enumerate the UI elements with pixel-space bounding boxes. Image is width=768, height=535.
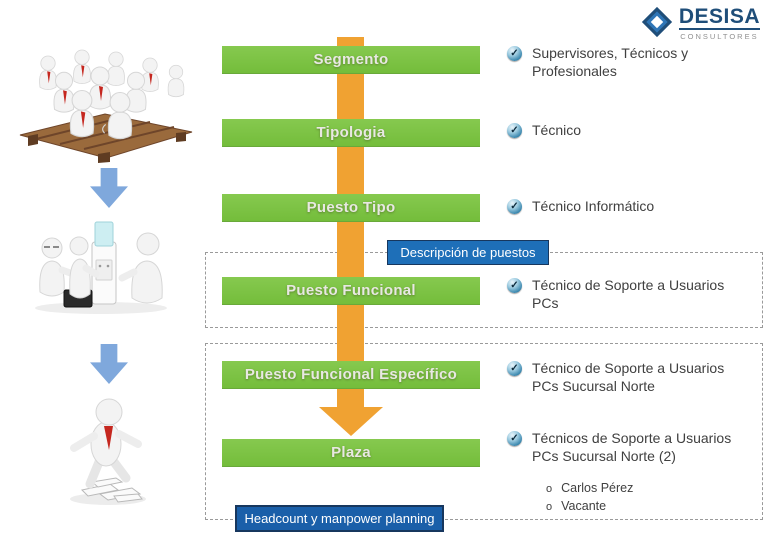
check-bullet-icon: ✓ (507, 123, 522, 138)
description-text: Técnico de Soporte a Usuarios PCs Sucurs… (532, 360, 725, 394)
list-item: o Vacante (546, 499, 633, 513)
company-logo: DESISA CONSULTORES (641, 6, 760, 41)
occupant-name: Vacante (561, 499, 607, 513)
water-cooler (91, 221, 117, 305)
check-bullet-icon: ✓ (507, 431, 522, 446)
level-bar-puesto-funcional-especifico: Puesto Funcional Específico (222, 361, 480, 389)
logo-title: DESISA (678, 5, 760, 30)
description-text: Técnico de Soporte a Usuarios PCs (532, 277, 725, 311)
level-bar-puesto-funcional: Puesto Funcional (222, 277, 480, 305)
list-item: o Carlos Pérez (546, 481, 633, 495)
down-arrow-icon (90, 344, 128, 384)
check-bullet-icon: ✓ (507, 278, 522, 293)
running-figure-illustration (70, 398, 146, 505)
process-arrow-shaft (337, 37, 364, 408)
check-bullet-icon: ✓ (507, 199, 522, 214)
crowd-on-pallet-illustration (19, 49, 193, 163)
circle-bullet-icon: o (546, 483, 553, 495)
scattered-papers (80, 477, 143, 503)
water-cooler-team-illustration (35, 221, 167, 314)
level-bar-tipologia: Tipologia (222, 119, 480, 147)
logo-subtitle: CONSULTORES (680, 32, 759, 41)
description-row: ✓ Técnico (507, 122, 739, 140)
check-bullet-icon: ✓ (507, 361, 522, 376)
description-text: Supervisores, Técnicos y Profesionales (532, 45, 689, 79)
process-arrow-head-icon (319, 407, 383, 436)
level-bar-puesto-tipo: Puesto Tipo (222, 194, 480, 222)
wooden-pallet (19, 113, 193, 163)
occupant-name: Carlos Pérez (561, 481, 634, 495)
red-tie (104, 426, 113, 450)
description-row: ✓ Supervisores, Técnicos y Profesionales (507, 45, 739, 80)
figure-group (39, 232, 163, 308)
down-arrow-icon (90, 168, 128, 208)
description-row: ✓ Técnico Informático (507, 198, 739, 216)
headcount-manpower-tag: Headcount y manpower planning (235, 505, 444, 532)
description-text: Técnicos de Soporte a Usuarios PCs Sucur… (532, 430, 732, 464)
plaza-occupants-list: o Carlos Pérez o Vacante (546, 481, 633, 517)
figure-middle (69, 236, 100, 299)
description-row: ✓ Técnico de Soporte a Usuarios PCs Sucu… (507, 360, 739, 395)
logo-diamond-icon (641, 6, 672, 38)
description-row: ✓ Técnico de Soporte a Usuarios PCs (507, 277, 739, 312)
level-bar-plaza: Plaza (222, 439, 480, 467)
figure-right (118, 232, 163, 304)
running-figure (70, 398, 142, 489)
description-text: Técnico Informático (532, 198, 655, 214)
headcount-section-frame (205, 343, 763, 520)
check-bullet-icon: ✓ (507, 46, 522, 61)
description-text: Técnico (532, 122, 582, 138)
level-bar-segmento: Segmento (222, 46, 480, 74)
circle-bullet-icon: o (546, 501, 553, 513)
description-row: ✓ Técnicos de Soporte a Usuarios PCs Suc… (507, 430, 739, 465)
figure-group (39, 49, 185, 140)
descripcion-de-puestos-tag: Descripción de puestos (387, 240, 549, 265)
